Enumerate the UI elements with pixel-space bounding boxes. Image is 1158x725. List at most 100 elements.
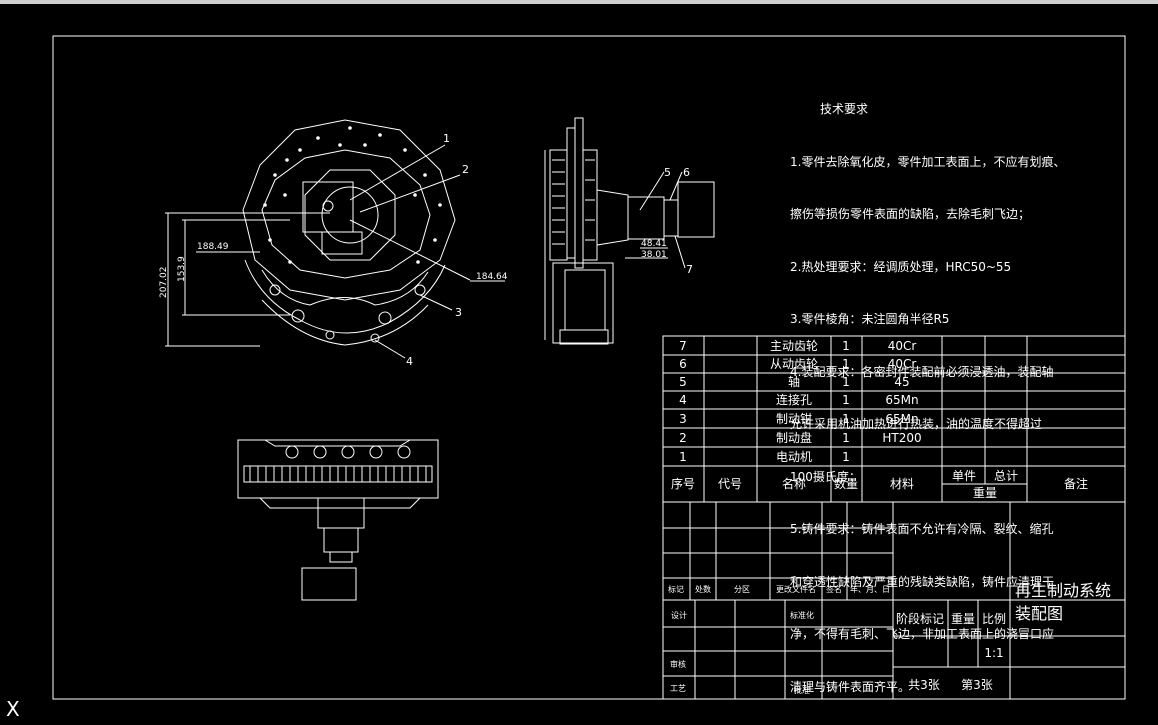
hub-circle bbox=[321, 186, 379, 244]
title-block bbox=[662, 501, 1126, 700]
tech-req-line: 和穿透性缺陷及严重的残缺类缺陷，铸件应清理干 bbox=[790, 574, 1055, 589]
label-process: 工艺 bbox=[670, 684, 686, 693]
part-material: 65Mn bbox=[885, 412, 918, 426]
part-qty: 1 bbox=[842, 431, 850, 445]
table-row: 2 制动盘 1 HT200 bbox=[679, 430, 921, 445]
part-qty: 1 bbox=[842, 393, 850, 407]
part-qty: 1 bbox=[842, 357, 850, 371]
tech-req-line: 3.零件棱角：未注圆角半径R5 bbox=[790, 312, 950, 326]
header-remark: 备注 bbox=[1064, 476, 1088, 491]
label-count: 处数 bbox=[695, 584, 711, 594]
label-standardize: 标准化 bbox=[790, 610, 814, 620]
header-unit: 单件 bbox=[952, 469, 976, 483]
dim-184: 184.64 bbox=[476, 272, 508, 282]
table-row: 7 主动齿轮 1 40Cr bbox=[679, 339, 916, 353]
part-no: 3 bbox=[679, 412, 687, 426]
table-row: 4 连接孔 1 65Mn bbox=[679, 392, 918, 407]
table-row: 6 从动齿轮 1 40Cr bbox=[679, 357, 916, 371]
part-name: 主动齿轮 bbox=[770, 339, 818, 353]
total-sheets: 共3张 bbox=[908, 678, 940, 692]
label-date: 年、月、日 bbox=[850, 584, 890, 594]
part-name: 电动机 bbox=[776, 450, 812, 464]
part-material: 65Mn bbox=[885, 393, 918, 407]
callout-6: 6 bbox=[683, 166, 690, 179]
label-zone: 分区 bbox=[734, 585, 750, 594]
part-name: 制动盘 bbox=[776, 430, 812, 445]
part-name: 制动钳 bbox=[776, 412, 812, 426]
tech-req-line: 允许采用机油加热进行热装，油的温度不得超过 bbox=[790, 417, 1043, 431]
tech-req-line: 2.热处理要求：经调质处理，HRC50~55 bbox=[790, 259, 1012, 274]
part-name: 轴 bbox=[788, 374, 800, 389]
drawing-title-line1: 再生制动系统 bbox=[1015, 581, 1111, 600]
part-no: 2 bbox=[679, 431, 687, 445]
dim-38: 38.01 bbox=[641, 250, 667, 260]
dim-188: 188.49 bbox=[197, 242, 229, 252]
part-no: 4 bbox=[679, 393, 687, 407]
callout-7: 7 bbox=[686, 263, 693, 276]
part-no: 5 bbox=[679, 375, 687, 389]
tech-req-line: 擦伤等损伤零件表面的缺陷，去除毛刺飞边； bbox=[790, 207, 1031, 221]
parts-list-header: 序号 代号 名称 数量 材料 单件 总计 重量 备注 bbox=[671, 469, 1088, 500]
tech-req-line: 净，不得有毛刺、飞边，非加工表面上的浇冒口应 bbox=[790, 627, 1055, 641]
caliper-outline bbox=[244, 259, 446, 334]
header-no: 序号 bbox=[671, 476, 695, 491]
header-code: 代号 bbox=[718, 477, 742, 491]
label-weight: 重量 bbox=[951, 612, 975, 626]
dim-48: 48.41 bbox=[641, 239, 667, 249]
technical-requirements: 技术要求 1.零件去除氧化皮，零件加工表面上，不应有划痕、 擦伤等损伤零件表面的… bbox=[790, 66, 1090, 714]
center-mark bbox=[322, 200, 334, 212]
part-material: 45 bbox=[894, 375, 909, 389]
part-qty: 1 bbox=[842, 339, 850, 353]
part-qty: 1 bbox=[842, 412, 850, 426]
tech-req-line: 清理与铸件表面齐平。 bbox=[790, 679, 911, 694]
drawing-title-line2: 装配图 bbox=[1015, 604, 1063, 623]
part-name: 从动齿轮 bbox=[770, 357, 818, 371]
header-material: 材料 bbox=[890, 477, 914, 491]
table-row: 5 轴 1 45 bbox=[679, 374, 909, 389]
label-stage-mark: 阶段标记 bbox=[896, 611, 944, 626]
drawing-canvas[interactable]: 207.02 153.9 188.49 184.64 1 2 3 4 bbox=[0, 4, 1158, 725]
label-signature: 签名 bbox=[826, 584, 842, 594]
label-change-doc: 更改文件名 bbox=[776, 584, 816, 594]
caliper-inner bbox=[261, 269, 429, 306]
vent-holes bbox=[263, 126, 442, 264]
dim-153: 153.9 bbox=[177, 256, 187, 282]
parts-list-rows: 7 主动齿轮 1 40Cr 6 从动齿轮 1 40Cr 5 轴 1 45 4 连… bbox=[679, 339, 921, 464]
part-material: 40Cr bbox=[888, 339, 917, 353]
tech-req-title: 技术要求 bbox=[820, 102, 869, 116]
callout-5: 5 bbox=[664, 166, 671, 179]
caliper-base bbox=[261, 299, 429, 346]
part-material: HT200 bbox=[882, 431, 921, 445]
disc-inner-outline bbox=[261, 149, 431, 279]
part-no: 7 bbox=[679, 339, 687, 353]
label-approve: 批准 bbox=[794, 685, 810, 695]
top-view bbox=[237, 439, 439, 601]
part-material: 40Cr bbox=[888, 357, 917, 371]
label-scale: 比例 bbox=[982, 612, 1006, 626]
header-qty: 数量 bbox=[834, 476, 858, 491]
callout-1: 1 bbox=[443, 132, 450, 145]
tech-req-line: 1.零件去除氧化皮，零件加工表面上，不应有划痕、 bbox=[790, 154, 1066, 169]
dim-207: 207.02 bbox=[159, 267, 169, 299]
label-design: 设计 bbox=[671, 610, 687, 620]
sheet-number: 第3张 bbox=[961, 678, 993, 692]
part-no: 6 bbox=[679, 357, 687, 371]
table-row: 1 电动机 1 bbox=[679, 450, 850, 464]
hub-octagon bbox=[304, 169, 396, 261]
part-no: 1 bbox=[679, 450, 687, 464]
header-weight: 重量 bbox=[973, 486, 997, 500]
shaft-block bbox=[321, 231, 363, 255]
part-qty: 1 bbox=[842, 375, 850, 389]
label-mark: 标记 bbox=[668, 584, 684, 594]
side-view bbox=[544, 117, 715, 345]
label-review: 审核 bbox=[670, 659, 686, 669]
window-top-bar bbox=[0, 0, 1158, 4]
header-total: 总计 bbox=[994, 469, 1018, 483]
callout-2: 2 bbox=[462, 163, 469, 176]
title-block-labels: 标记 处数 分区 更改文件名 签名 年、月、日 设计 标准化 审核 工艺 批准 … bbox=[668, 581, 1111, 695]
scale-value: 1:1 bbox=[984, 646, 1003, 660]
disc-outer-outline bbox=[242, 119, 456, 301]
tech-req-line: 100摄氏度； bbox=[790, 469, 861, 484]
callout-3: 3 bbox=[455, 306, 462, 319]
callout-4: 4 bbox=[406, 355, 413, 368]
